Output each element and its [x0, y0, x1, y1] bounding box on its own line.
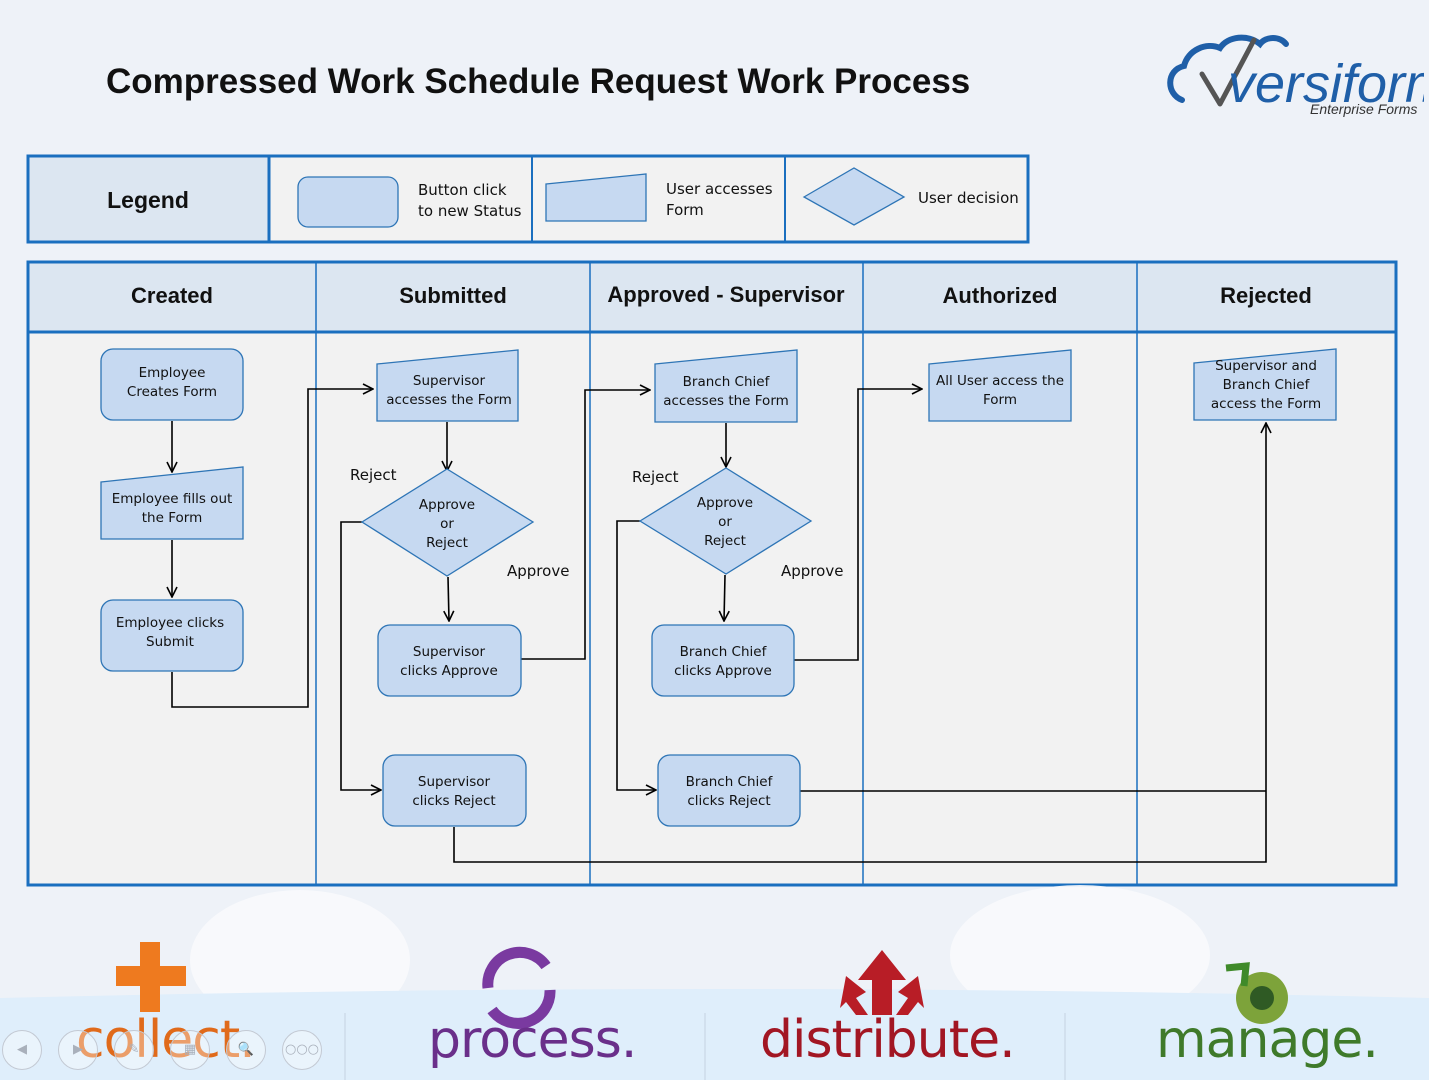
- logo-wordmark: versiform: [1228, 54, 1424, 114]
- zoom-button[interactable]: 🔍: [226, 1030, 266, 1070]
- edge-label-reject-branch-chief: Reject: [632, 468, 679, 486]
- process-cycle-icon: [482, 946, 556, 1029]
- lane-header-authorized: Authorized: [943, 283, 1058, 308]
- lane-header-submitted: Submitted: [399, 283, 507, 308]
- distribute-arrows-icon: [840, 950, 924, 1015]
- edge-n3-n4: [171, 389, 373, 708]
- edge-label-reject-supervisor: Reject: [350, 466, 397, 484]
- footer-word-distribute: distribute.: [760, 1010, 1016, 1070]
- edge-n7-n13: [453, 423, 1266, 863]
- legend-button-label: Button click to new Status: [418, 181, 522, 220]
- edge-n5-n6: [448, 576, 449, 621]
- legend-form-label: User accesses Form: [666, 180, 777, 219]
- lane-header-created: Created: [131, 283, 213, 308]
- logo-tagline: Enterprise Forms: [1310, 101, 1417, 117]
- collect-plus-icon: [116, 942, 186, 1012]
- footer-word-manage: manage.: [1156, 1010, 1379, 1070]
- legend-decision-label: User decision: [918, 189, 1019, 207]
- footer-word-process: process.: [428, 1010, 637, 1070]
- edge-label-approve-supervisor: Approve: [507, 562, 569, 580]
- edge-n10-n12: [794, 389, 922, 661]
- connectors: [171, 389, 1266, 863]
- edge-n6-n8: [521, 390, 650, 660]
- versiform-logo: versiform Enterprise Forms: [1167, 34, 1424, 117]
- legend-form-shape: [545, 173, 647, 222]
- next-slide-button[interactable]: ▶: [58, 1030, 98, 1070]
- footer-banner: [0, 885, 1429, 1080]
- legend-button-shape: [297, 176, 399, 228]
- footer-word-collect: collect.: [76, 1010, 256, 1070]
- pen-tool-button[interactable]: ✎: [114, 1030, 154, 1070]
- more-options-button[interactable]: ○○○: [282, 1030, 322, 1070]
- edge-n9-n11: [616, 520, 656, 790]
- manage-gear-icon: [1225, 962, 1288, 1024]
- logo-cloud-icon: [1167, 34, 1289, 103]
- legend-decision-shape: [802, 167, 906, 226]
- lane-header-rejected: Rejected: [1220, 283, 1312, 308]
- page-title: Compressed Work Schedule Request Work Pr…: [106, 62, 971, 101]
- lane-header-approved-supervisor: Approved - Supervisor: [607, 282, 845, 307]
- logo-check-icon: [1199, 37, 1257, 107]
- previous-slide-button[interactable]: ◀: [2, 1030, 42, 1070]
- edge-label-approve-branch-chief: Approve: [781, 562, 843, 580]
- slide-grid-button[interactable]: ▦: [170, 1030, 210, 1070]
- edge-n9-n10: [724, 574, 725, 621]
- edge-n5-n7: [340, 521, 381, 790]
- legend-title: Legend: [107, 187, 189, 213]
- legend: Legend Button click to new Status User a…: [26, 154, 1030, 244]
